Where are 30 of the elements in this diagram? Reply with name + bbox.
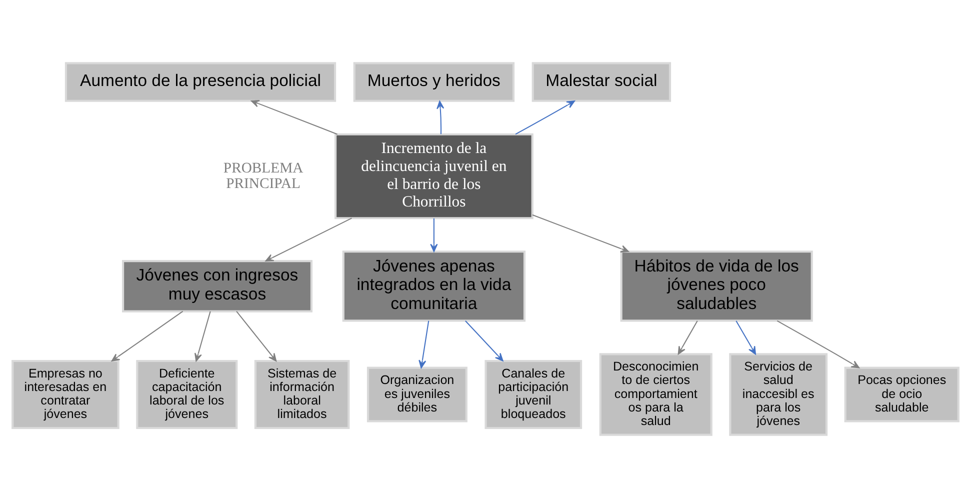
arrow [111, 310, 184, 362]
arrow [776, 320, 860, 368]
arrow [236, 311, 277, 362]
arrow [250, 100, 338, 135]
node-box: Organizacion es juveniles débiles [366, 366, 468, 422]
arrow [418, 320, 430, 368]
node-box: Jóvenes apenas integrados en la vida comunitaria [342, 250, 526, 322]
node-box: Desconocimien to de ciertos comportamient os para la salud [599, 353, 712, 436]
arrow [678, 320, 698, 355]
arrow [515, 100, 575, 135]
node-box: Canales de participación juvenil bloqueados [484, 360, 582, 430]
node-box: Sistemas de información laboral limitados [254, 360, 350, 430]
node-box: Hábitos de vida de los jóvenes poco saludables [620, 250, 813, 322]
node-box: Jóvenes con ingresos muy escasos [122, 260, 313, 312]
label: PROBLEMA PRINCIPAL [223, 160, 304, 192]
node-box: Muertos y heridos [353, 62, 515, 102]
arrow [465, 320, 504, 362]
node-box: Servicios de salud inaccesibl es para los jóvenes [729, 353, 828, 436]
arrow [532, 214, 629, 252]
arrow [430, 218, 438, 252]
arrow [265, 218, 352, 262]
node-box: Empresas no interesadas en contratar jóvenes [12, 360, 120, 430]
node-box: Aumento de la presencia policial [64, 62, 336, 102]
arrow [194, 311, 211, 362]
node-box: Deficiente capacitación laboral de los jóvenes [136, 360, 238, 430]
node-box: Malestar social [532, 62, 672, 102]
node-box: Pocas opciones de ocio saludable [844, 366, 960, 422]
node-box: Incremento de la delincuencia juvenil en el barrio de los Chorrillos [334, 133, 534, 220]
arrow [436, 100, 444, 134]
arrow [736, 320, 756, 355]
